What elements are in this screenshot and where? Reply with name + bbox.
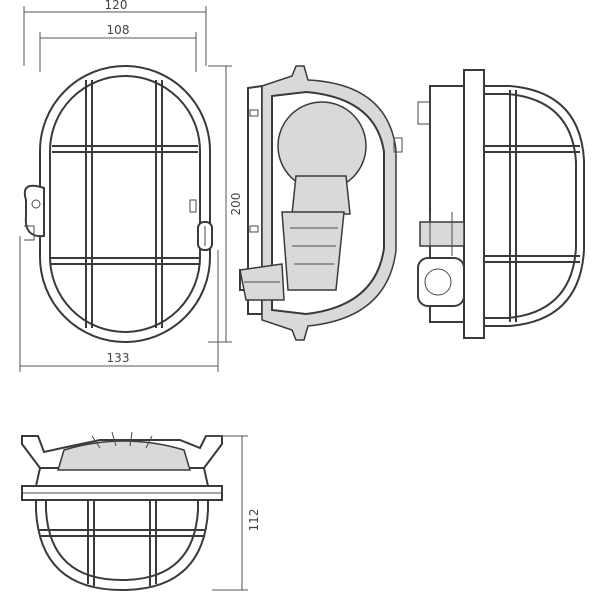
side-cage-outline — [484, 85, 585, 327]
bottom-dimension-lines — [206, 435, 248, 591]
front-screw — [189, 199, 197, 213]
socket-thread-lines — [290, 227, 338, 265]
screw-top — [249, 109, 259, 117]
side-view — [417, 69, 585, 339]
left-mounting-lug — [23, 184, 45, 238]
side-gland-nut — [419, 221, 465, 247]
cap-fins — [91, 431, 153, 449]
front-view — [23, 65, 213, 343]
lug-hole-icon — [31, 199, 41, 209]
bulb-neck — [291, 175, 351, 215]
dim-base-width: 133 — [107, 351, 130, 365]
dim-depth: 112 — [247, 509, 261, 532]
dim-inner-width: 108 — [107, 23, 130, 37]
bottom-cage-inner — [45, 500, 199, 582]
lug-clip — [24, 225, 35, 241]
front-outer-shell — [39, 65, 211, 343]
bottom-cap — [56, 440, 192, 471]
side-flange — [463, 69, 485, 339]
side-top-lug — [417, 101, 431, 125]
dim-overall-width: 120 — [105, 0, 128, 12]
side-cage-inner — [484, 93, 577, 319]
screw-mid — [249, 225, 259, 233]
front-cage-vertical-bars — [85, 80, 163, 328]
dim-height: 200 — [229, 193, 243, 216]
bottom-cage-outer — [35, 500, 209, 592]
front-inner-shell — [49, 75, 201, 333]
cable-entry-hole-icon — [424, 268, 452, 296]
section-back-plate — [239, 84, 263, 315]
section-fastener — [393, 137, 403, 153]
front-dimension-lines — [19, 6, 232, 372]
front-cage-horizontal-bars — [50, 145, 200, 265]
lamp-socket — [281, 211, 345, 291]
bottom-view — [21, 431, 223, 592]
side-cable-entry — [417, 257, 465, 307]
section-view — [239, 65, 403, 341]
